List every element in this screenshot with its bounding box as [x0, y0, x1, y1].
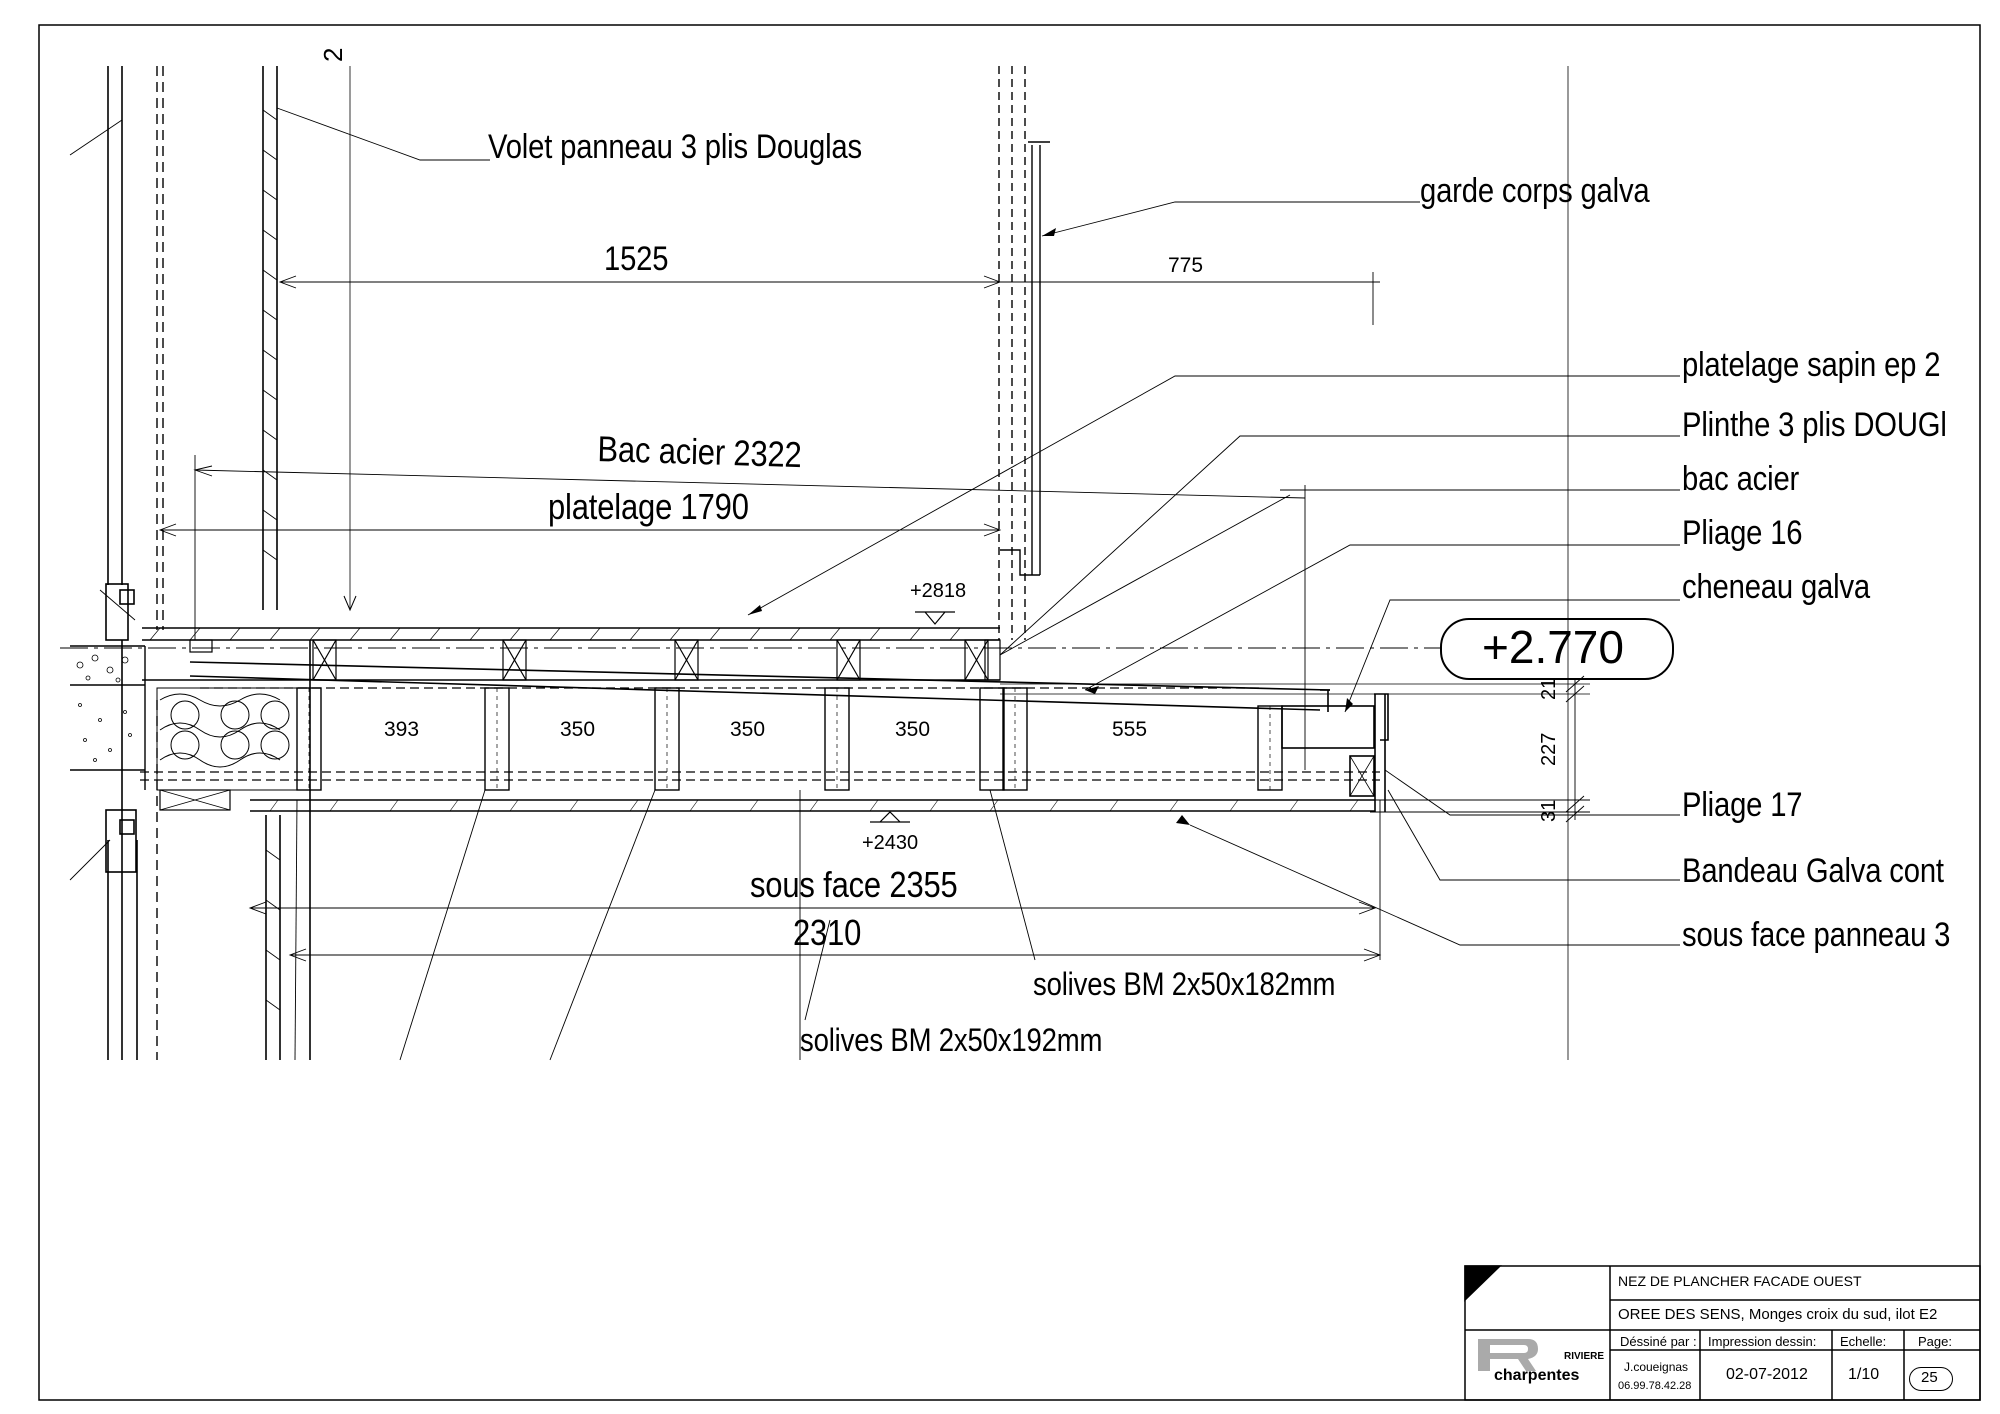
plinthe [984, 639, 1001, 681]
label-platelage-sapin: platelage sapin ep 2 [1682, 346, 1941, 384]
level-2818: +2818 [910, 580, 967, 602]
concrete-slab [70, 645, 146, 790]
joist-zone [140, 687, 1380, 781]
label-dim-2310: 2310 [793, 912, 862, 953]
tb-header-drawn-by: Déssiné par : [1620, 1334, 1697, 1349]
dim-1525-line [278, 272, 1380, 325]
label-pliage16: Pliage 16 [1682, 514, 1803, 552]
level-2818-symbol [915, 611, 955, 625]
label-sous-face-2355: sous face 2355 [750, 864, 958, 905]
joist-center-dashes [308, 688, 1271, 790]
label-garde-corps: garde corps galva [1420, 172, 1650, 210]
plinthe-foot [1000, 549, 1040, 576]
lower-batten [159, 789, 231, 811]
cheneau [1281, 693, 1389, 797]
garde-corps-bars [1028, 141, 1050, 575]
dim-2355 [248, 901, 1377, 915]
label-sous-face-panneau: sous face panneau 3 [1682, 916, 1951, 954]
label-solives-192: solives BM 2x50x192mm [800, 1022, 1103, 1058]
sheet-border [38, 24, 1981, 1401]
level-marker-frame [1440, 618, 1674, 680]
tb-header-print: Impression dessin: [1708, 1334, 1817, 1349]
window-frames [105, 583, 137, 873]
span-393: 393 [384, 718, 420, 741]
logo-r-icon [1478, 1339, 1538, 1371]
label-platelage-1790: platelage 1790 [548, 486, 749, 527]
label-bac-acier: bac acier [1682, 460, 1800, 498]
dim-2310 [288, 800, 1382, 962]
tb-drawn-by-name: J.coueignas [1624, 1360, 1689, 1374]
company-logo: RIVIERE charpentes [1478, 1335, 1604, 1393]
label-plinthe: Plinthe 3 plis DOUGl [1682, 406, 1947, 444]
garde-corps-post [998, 66, 1026, 640]
cut-arrow [343, 595, 357, 612]
tb-page: 25 [1921, 1369, 1938, 1386]
level-2430-symbol [870, 811, 910, 823]
logo-text-main: charpentes [1494, 1367, 1580, 1384]
arrowheads [748, 228, 1353, 825]
tb-project: OREE DES SENS, Monges croix du sud, ilot… [1618, 1306, 1938, 1323]
dim-1790-line [158, 523, 1002, 537]
tb-header-scale: Echelle: [1840, 1334, 1887, 1349]
volet-hatch [262, 109, 281, 1011]
sous-face [250, 694, 1386, 812]
tb-page-oval [1909, 1367, 1953, 1391]
sous-face-hatch [269, 799, 1359, 812]
tb-drawn-by-phone: 06.99.78.42.28 [1618, 1380, 1692, 1392]
leaders [69, 107, 1680, 1061]
slab-dots [76, 654, 132, 762]
bac-acier-slope [189, 661, 1331, 712]
tb-print-date: 02-07-2012 [1726, 1366, 1808, 1383]
label-solives-182: solives BM 2x50x182mm [1033, 966, 1336, 1002]
label-volet: Volet panneau 3 plis Douglas [488, 128, 862, 166]
tb-title: NEZ DE PLANCHER FACADE OUEST [1618, 1273, 1862, 1289]
span-350-c: 350 [895, 718, 931, 741]
span-350-b: 350 [730, 718, 766, 741]
tb-header-page: Page: [1918, 1334, 1952, 1349]
label-cheneau: cheneau galva [1682, 568, 1870, 606]
logo-text-top: RIVIERE [1564, 1351, 1605, 1362]
label-pliage17: Pliage 17 [1682, 786, 1803, 824]
deck-hatch [149, 627, 961, 641]
left-dashed [156, 66, 164, 1060]
dim-775: 775 [1168, 254, 1204, 277]
level-marker-value: +2.770 [1482, 621, 1624, 673]
left-wall [107, 66, 138, 1060]
span-350-a: 350 [560, 718, 596, 741]
span-555: 555 [1112, 718, 1148, 741]
tb-scale: 1/10 [1848, 1366, 1880, 1383]
volet-panel [262, 66, 311, 1060]
level-2430: +2430 [862, 832, 919, 854]
dim-2322-line [193, 455, 1306, 770]
dim-1525: 1525 [604, 240, 669, 278]
label-bandeau: Bandeau Galva cont [1682, 852, 1944, 890]
